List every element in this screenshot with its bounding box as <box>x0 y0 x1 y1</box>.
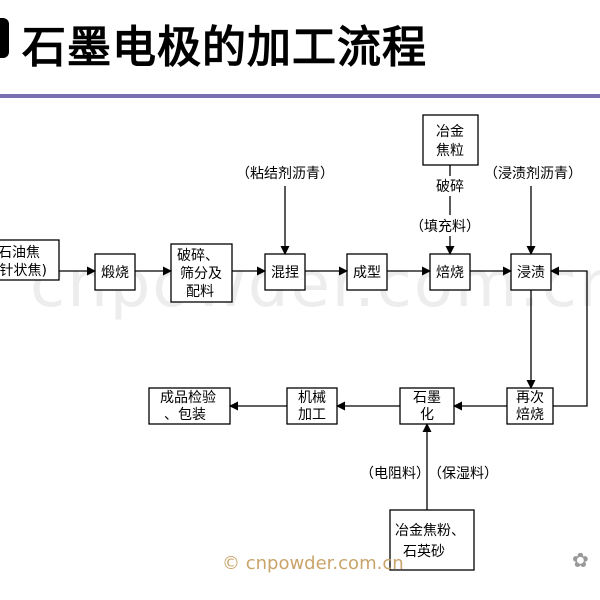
node-graphitize-line2: 化 <box>420 407 434 423</box>
node-graphitize-line1: 石墨 <box>413 390 441 406</box>
label-insulation: （保湿料） <box>428 466 498 482</box>
copyright-watermark: © cnpowder.com.cn <box>222 553 404 574</box>
label-resistance: （电阻料） <box>360 466 430 482</box>
node-bake-box <box>429 253 471 291</box>
node-machining-line2: 加工 <box>298 407 326 423</box>
node-coke-particle-line2: 焦粒 <box>436 143 464 159</box>
node-inspect-line1: 成品检验 <box>160 390 216 406</box>
node-form-label: 成型 <box>353 265 381 281</box>
node-coke-powder-line2: 石英砂 <box>403 543 445 560</box>
label-crushing: 破碎 <box>436 179 464 195</box>
label-impreg-pitch: （浸渍剂沥青） <box>484 166 582 182</box>
node-inspect-line2: 、包装 <box>164 407 206 423</box>
label-binder-pitch: （粘结剂沥青） <box>236 166 334 182</box>
node-graphitize-box <box>399 387 455 425</box>
node-crush-line2: 筛分及 <box>180 266 222 282</box>
node-calcine-label: 煅烧 <box>101 265 129 281</box>
node-impregnate-label: 浸渍 <box>517 265 545 281</box>
node-crush-line1: 破碎、 <box>177 248 219 264</box>
node-bake-label: 焙烧 <box>436 265 464 281</box>
node-form-box <box>346 253 388 291</box>
label-filler: （填充料） <box>410 219 480 235</box>
wechat-logo-icon: ✿ <box>572 548 589 572</box>
node-coke-powder-box <box>389 509 475 571</box>
node-coke-powder-line1: 冶金焦粉、 <box>395 523 465 539</box>
node-raw-box <box>0 239 60 281</box>
node-raw-line2: (针状焦) <box>0 263 47 279</box>
node-knead-label: 混捏 <box>271 265 299 281</box>
node-crush-line3: 配料 <box>186 284 214 300</box>
title-accent-mark <box>0 18 9 58</box>
node-rebake-line2: 焙烧 <box>516 407 544 423</box>
arrow-rebake-loop-to-impregnate <box>550 266 588 407</box>
node-machining-box <box>286 387 338 425</box>
node-coke-particle-line1: 冶金 <box>436 124 464 140</box>
node-rebake-line1: 再次 <box>516 390 544 406</box>
node-raw-line1: 石油焦 <box>0 245 40 261</box>
title-divider <box>0 94 600 98</box>
node-machining-line1: 机械 <box>298 390 326 406</box>
page-title: 石墨电极的加工流程 <box>22 22 427 73</box>
